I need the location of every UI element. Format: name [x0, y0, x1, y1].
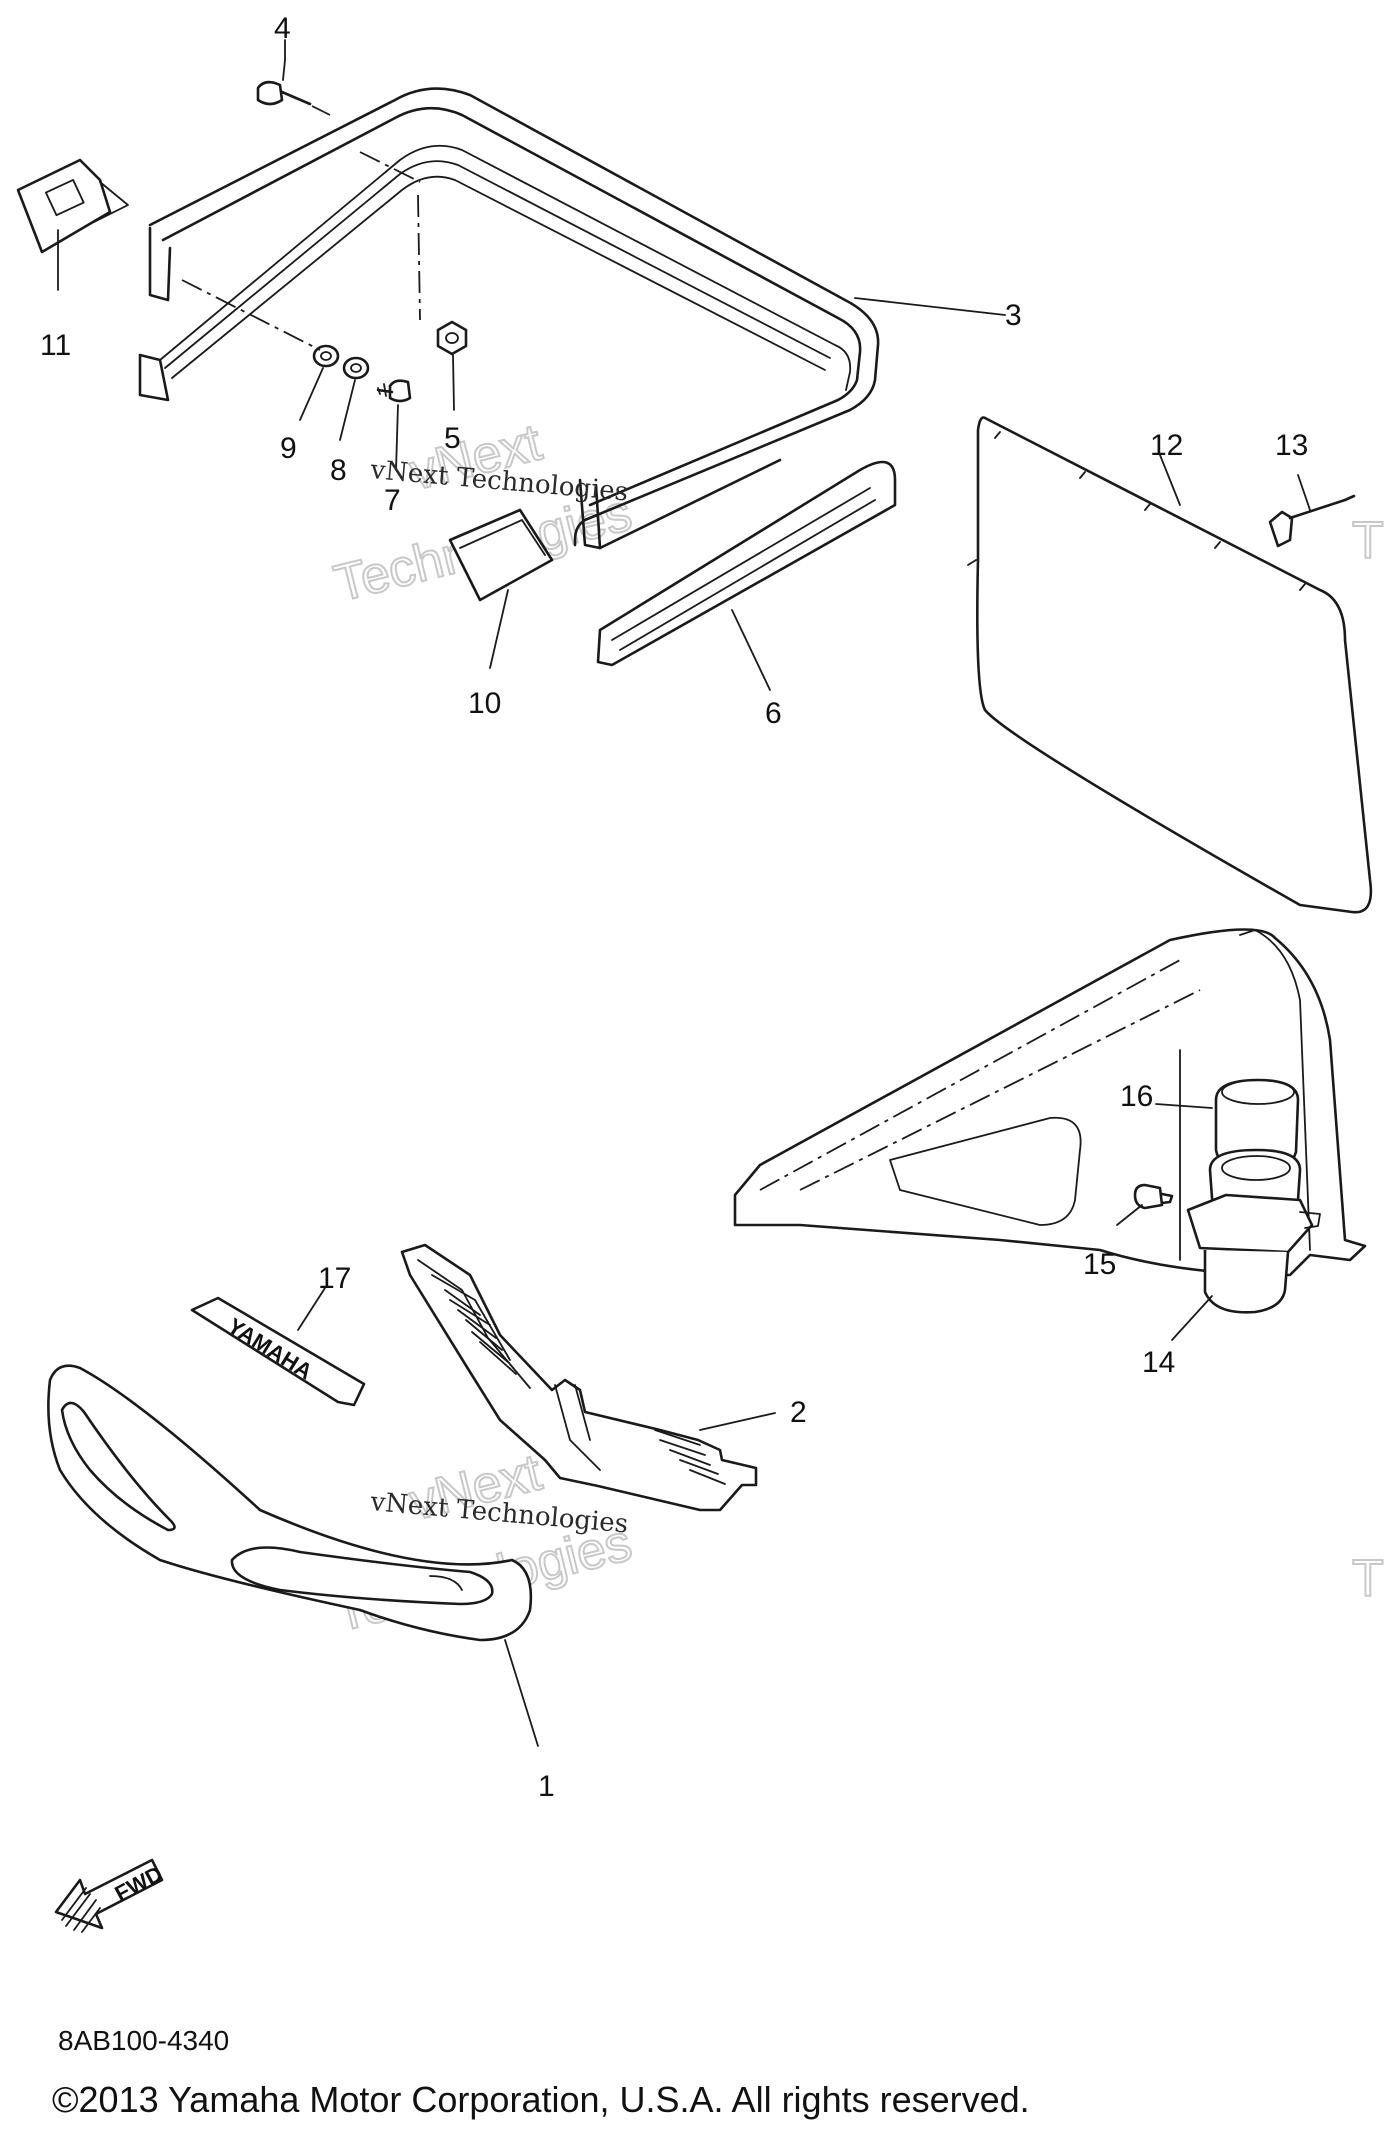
callout-16: 16: [1120, 1080, 1153, 1113]
part-14-drain: [1186, 1148, 1321, 1314]
leader-lines: [57, 39, 1311, 1747]
part-7-screw: [376, 379, 412, 403]
callout-13: 13: [1275, 429, 1308, 462]
part-11-latch: [16, 158, 129, 254]
callout-11: 11: [40, 329, 71, 362]
callout-12: 12: [1150, 429, 1183, 462]
part-10-pad: [448, 508, 554, 602]
fwd-direction-badge: FWD: [54, 1858, 167, 1933]
part-2-grille: [400, 1243, 758, 1512]
part-code: 8AB100-4340: [58, 2025, 229, 2056]
watermark-edge-bottom: T: [1352, 1550, 1384, 1608]
watermark-edge-top: T: [1352, 512, 1384, 570]
callout-4: 4: [274, 12, 291, 45]
callout-10: 10: [468, 687, 501, 720]
part-8-washer: [342, 356, 370, 380]
callout-numbers: 4 3 11 9 8 7 5 10 6 12 13 16 15 14 17 2 …: [40, 12, 1308, 1803]
part-13-rivet: [1268, 494, 1356, 548]
callout-9: 9: [280, 432, 297, 465]
hull-outline: [733, 928, 1367, 1277]
part-17-yamaha-decal: YAMAHA: [190, 1296, 366, 1407]
callout-2: 2: [790, 1396, 807, 1429]
callout-1: 1: [538, 1770, 555, 1803]
assembly-line-nut: [359, 151, 421, 183]
part-12-liner-panel: [967, 416, 1373, 914]
callout-15: 15: [1083, 1248, 1116, 1281]
part-15-plug: [1133, 1183, 1174, 1210]
part-6-seal-channel: [596, 460, 897, 667]
part-3-hatch-rim: [138, 87, 880, 550]
part-1-handle: [47, 1364, 533, 1642]
callout-17: 17: [318, 1262, 351, 1295]
part-4-bolt: [256, 80, 331, 116]
part-5-nut: [417, 194, 468, 356]
callout-7: 7: [384, 484, 401, 517]
assembly-line-washers: [181, 279, 321, 351]
callout-14: 14: [1142, 1346, 1175, 1379]
part-9-washer: [312, 344, 340, 368]
callout-8: 8: [330, 454, 347, 487]
callout-3: 3: [1005, 299, 1022, 332]
copyright-notice: ©2013 Yamaha Motor Corporation, U.S.A. A…: [52, 2079, 1030, 2120]
callout-5: 5: [444, 422, 461, 455]
callout-6: 6: [765, 697, 782, 730]
